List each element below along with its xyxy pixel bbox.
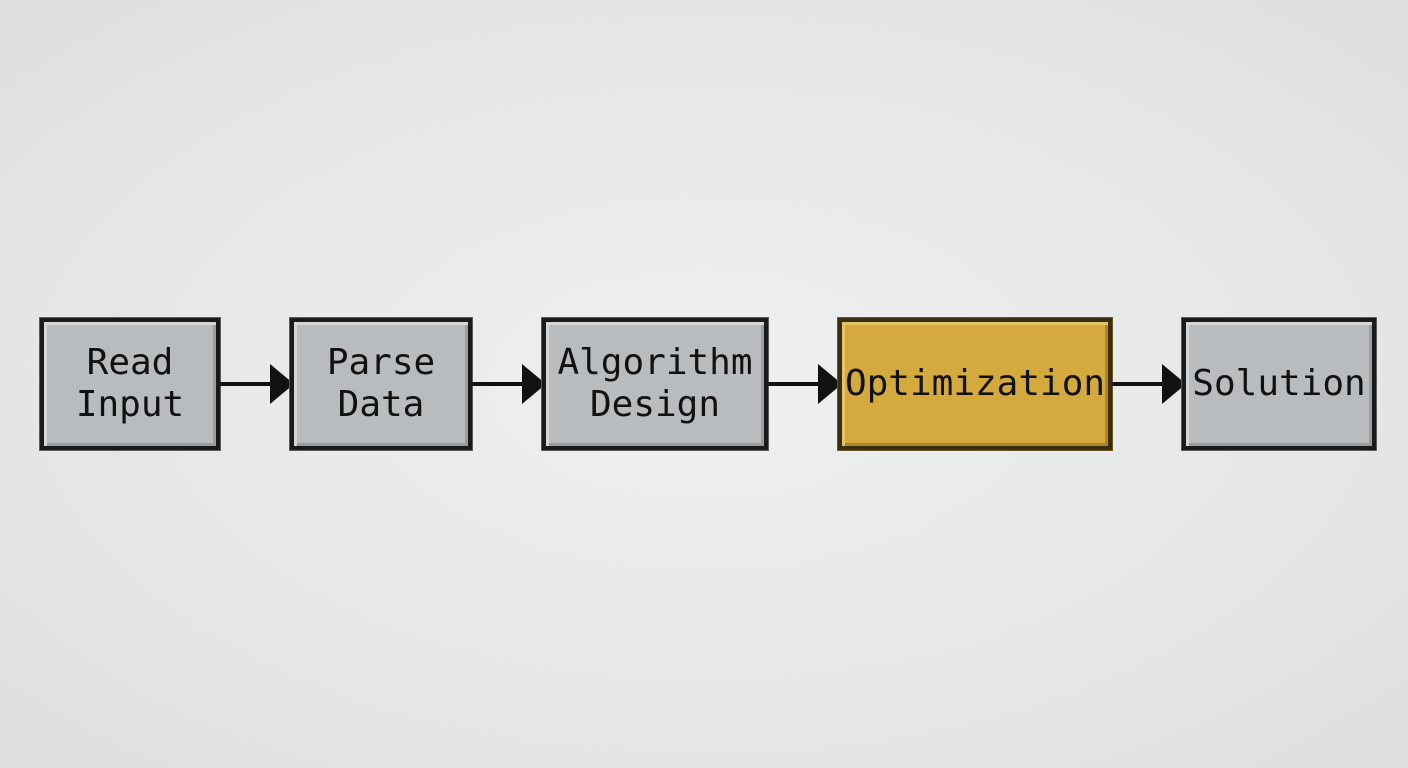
node-label-algorithm-design: Algorithm Design (557, 342, 753, 425)
node-label-solution: Solution (1192, 363, 1366, 404)
arrow-read-to-parse (220, 364, 294, 404)
node-solution: Solution (1182, 318, 1376, 450)
arrow-optimization-to-solution (1112, 364, 1186, 404)
node-read-input: Read Input (40, 318, 220, 450)
node-label-read-input: Read Input (75, 342, 185, 425)
arrow-parse-to-algorithm (472, 364, 546, 404)
node-algorithm-design: Algorithm Design (542, 318, 768, 450)
node-label-optimization: Optimization (844, 363, 1106, 404)
node-parse-data: Parse Data (290, 318, 472, 450)
node-label-parse-data: Parse Data (326, 342, 436, 425)
node-optimization: Optimization (838, 318, 1112, 450)
arrow-algorithm-to-optimization (768, 364, 842, 404)
